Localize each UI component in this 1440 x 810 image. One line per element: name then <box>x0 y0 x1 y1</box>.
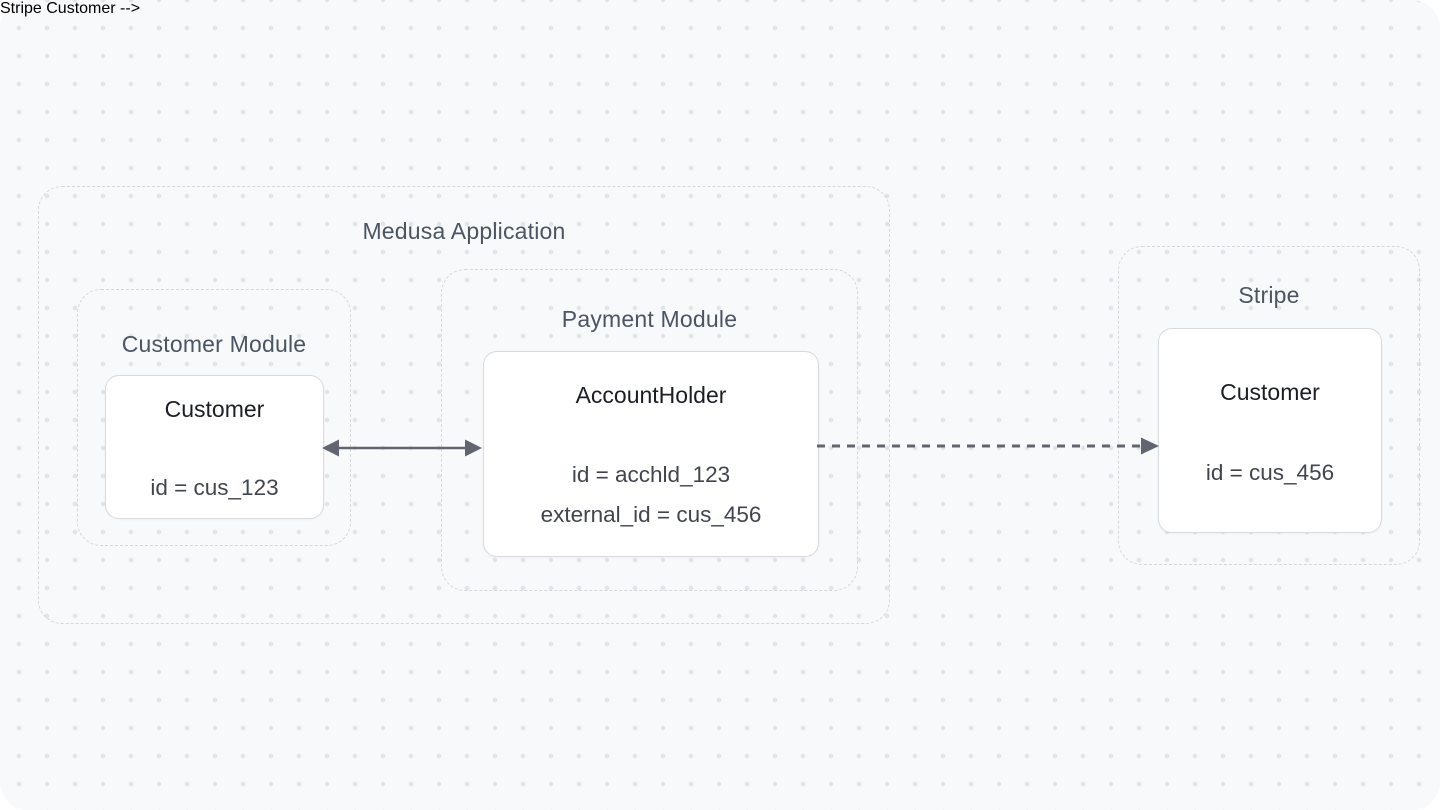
customer-accountholder-arrow <box>322 439 482 457</box>
stripe-group: Stripe Customer id = cus_456 <box>1118 246 1420 565</box>
customer-entity-title: Customer <box>164 396 265 422</box>
medusa-application-label: Medusa Application <box>362 218 566 244</box>
stripe-customer-entity-field-id: id = cus_456 <box>1205 460 1335 485</box>
customer-module-group: Customer Module Customer id = cus_123 <box>77 289 351 546</box>
account-holder-entity-field-external-id: external_id = cus_456 <box>540 502 762 527</box>
payment-module-group: Payment Module AccountHolder id = acchld… <box>441 269 858 591</box>
stripe-customer-entity-card: Customer id = cus_456 <box>1158 328 1382 533</box>
account-holder-entity-title: AccountHolder <box>575 382 727 408</box>
customer-entity-card: Customer id = cus_123 <box>105 375 324 519</box>
account-holder-entity-field-id: id = acchld_123 <box>571 462 731 487</box>
accountholder-stripe-arrow <box>817 437 1159 455</box>
stripe-label: Stripe <box>1238 282 1300 308</box>
medusa-application-group: Medusa Application Customer Module Custo… <box>38 186 890 624</box>
payment-module-label: Payment Module <box>561 306 738 332</box>
customer-entity-field-id: id = cus_123 <box>150 475 279 500</box>
customer-module-label: Customer Module <box>121 331 307 357</box>
account-holder-entity-card: AccountHolder id = acchld_123 external_i… <box>483 351 819 557</box>
stripe-customer-entity-title: Customer <box>1220 379 1320 405</box>
